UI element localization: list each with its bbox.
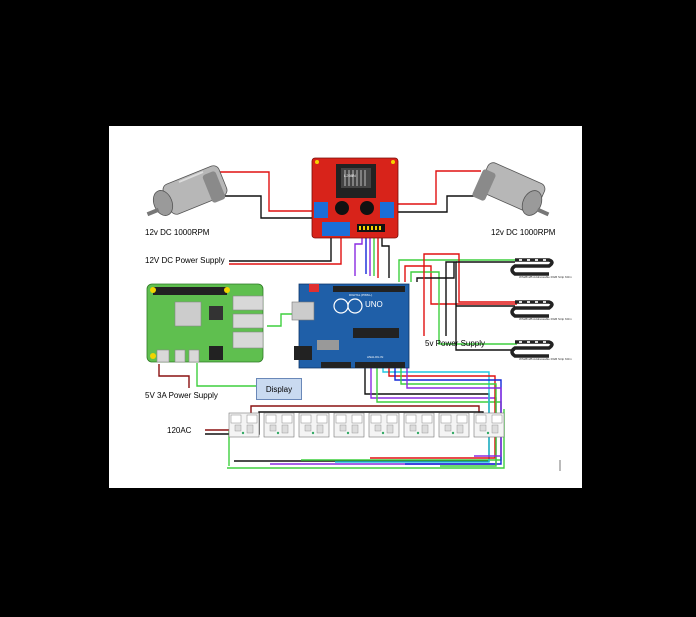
wire-motor-right-red (394, 170, 481, 205)
motor-right-label: 12v DC 1000RPM (491, 228, 556, 237)
relay-module (438, 412, 470, 438)
relay-bank (228, 412, 505, 438)
wiring-svg (146, 157, 561, 471)
raspberry-pi (146, 283, 264, 363)
ac-label: 120AC (167, 426, 192, 435)
wire-motor-right-black (394, 195, 481, 213)
motor-right (472, 162, 550, 217)
relay-module (368, 412, 400, 438)
motor-left-label: 12v DC 1000RPM (145, 228, 210, 237)
led-strip-3 (510, 340, 554, 358)
motor-driver-board (311, 157, 399, 239)
wire-relay-6 (394, 368, 502, 465)
relay-module (333, 412, 365, 438)
wire-motor-left-black (217, 195, 316, 219)
dc-supply-label: 12V DC Power Supply (145, 256, 225, 265)
wire-motor-left-red (217, 171, 316, 212)
wire-driver-arduino-6 (381, 232, 390, 278)
arduino-uno (291, 283, 410, 369)
wire-strip-data-1 (398, 259, 517, 282)
wire-pi-display (196, 363, 256, 387)
wire-pi-arduino-usb (267, 313, 292, 327)
wires (158, 170, 517, 469)
relay-module (473, 412, 505, 438)
relay-module (263, 412, 295, 438)
wire-pi-supply-red (158, 364, 190, 388)
led-strip-2 (510, 300, 554, 318)
pi-supply-label: 5V 3A Power Supply (145, 391, 218, 400)
wire-strip-gnd (416, 262, 455, 282)
wire-12v-red (229, 233, 342, 265)
led-strip-caption: WS2812B Addressable RGB Strip 60/m (519, 275, 572, 279)
led-strip-1 (510, 258, 554, 276)
wire-strip-data-3 (410, 271, 517, 345)
led-supply-label: 5v Power Supply (425, 339, 486, 348)
display-box: Display (256, 378, 302, 400)
wire-5v-red (423, 253, 515, 336)
wire-relay-7 (400, 368, 497, 467)
relay-module (298, 412, 330, 438)
arduino-logo: UNO (365, 300, 383, 309)
arduino-header-bottom-label: ANALOG IN (367, 355, 384, 359)
relay-module (403, 412, 435, 438)
driver-chip-label: L298N (344, 173, 356, 178)
relay-module (228, 412, 260, 438)
arduino-header-top-label: DIGITAL (PWM~) (349, 293, 373, 297)
motor-left (146, 165, 228, 217)
wire-strip-data-2 (404, 265, 517, 305)
wire-12v-black (229, 233, 332, 262)
led-strip-caption: WS2812B Addressable RGB Strip 60/m (519, 357, 572, 361)
wire-driver-arduino-5 (354, 232, 363, 276)
wire-relay-5 (370, 368, 496, 459)
wiring-diagram: WS2812B Addressable RGB Strip 60/m WS281… (109, 126, 582, 488)
wire-relay-8 (406, 368, 502, 457)
led-strips (510, 258, 554, 358)
wire-relay-4 (335, 368, 490, 463)
led-strip-caption: WS2812B Addressable RGB Strip 60/m (519, 317, 572, 321)
display-label: Display (265, 384, 293, 394)
